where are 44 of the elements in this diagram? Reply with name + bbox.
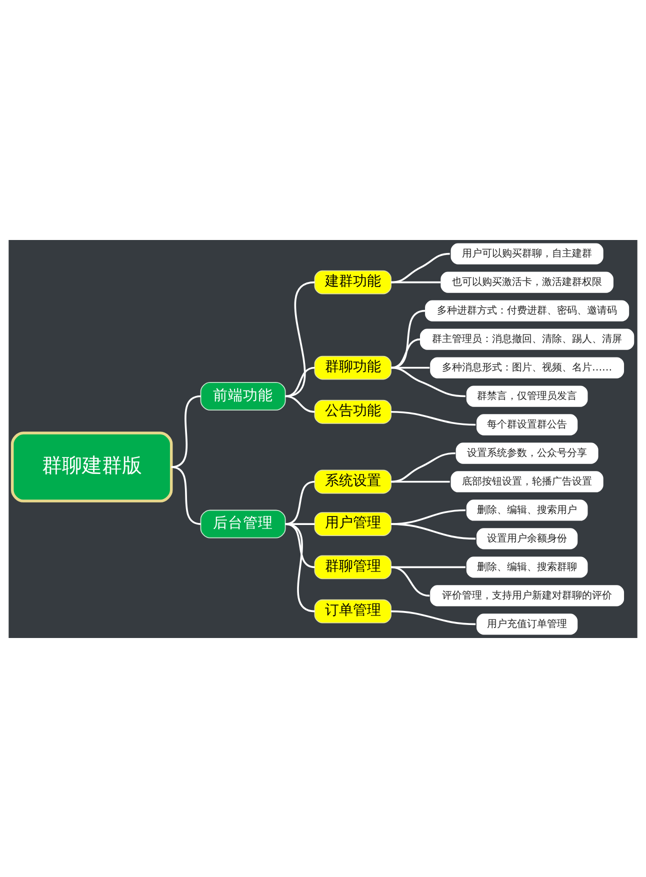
node-box: 评价管理，支持用户新建对群聊的评价: [430, 584, 624, 606]
connector: [285, 522, 315, 524]
connector: [391, 410, 476, 426]
node-box: 每个群设置群公告: [476, 414, 578, 435]
node-box: 多种进群方式：付费进群、密码、邀请码: [425, 300, 630, 321]
node-box: 也可以购买激活卡，激活建群权限: [440, 271, 614, 292]
node-box: 系统设置: [314, 469, 392, 494]
connector: [390, 452, 456, 482]
node-box: 设置系统参数，公众号分享: [456, 442, 598, 464]
connector: [390, 366, 466, 397]
connector: [285, 480, 315, 524]
node-box: 多种消息形式：图片、视频、名片……: [430, 356, 624, 378]
connector: [391, 480, 450, 482]
node-box: 群禁言，仅管理员发言: [466, 385, 588, 406]
connector: [390, 309, 426, 368]
connector: [391, 280, 441, 283]
node-box: 用户管理: [314, 512, 392, 536]
node-box: 用户可以购买群聊，自主建群: [450, 242, 604, 264]
connector: [285, 522, 315, 612]
node-box: 设置用户余额身份: [476, 528, 578, 549]
node-box: 删除、编辑、搜索用户: [466, 499, 588, 520]
node-box: 群聊管理: [314, 554, 392, 579]
node-box: 后台管理: [200, 509, 286, 538]
node-box: 群聊功能: [314, 355, 392, 380]
connector: [391, 610, 476, 625]
connector: [285, 522, 315, 568]
node-box: 用户充值订单管理: [476, 613, 578, 634]
connector: [171, 466, 201, 524]
connector: [390, 566, 430, 596]
connector: [285, 394, 315, 412]
connector: [391, 522, 476, 540]
node-box: 群聊建群版: [10, 431, 173, 502]
connector: [390, 252, 450, 283]
connector: [285, 280, 315, 397]
node-box: 公告功能: [314, 399, 392, 424]
node-box: 底部按钮设置，轮播广告设置: [450, 470, 604, 492]
connector: [285, 366, 315, 397]
node-box: 删除、编辑、搜索群聊: [466, 556, 588, 578]
node-box: 建群功能: [314, 270, 392, 294]
connector: [390, 338, 421, 368]
node-box: 订单管理: [314, 598, 392, 623]
node-box: 群主管理员：消息撤回、清除、踢人、清屏: [420, 328, 634, 350]
node-box: 前端功能: [200, 382, 286, 410]
connector: [171, 394, 201, 468]
